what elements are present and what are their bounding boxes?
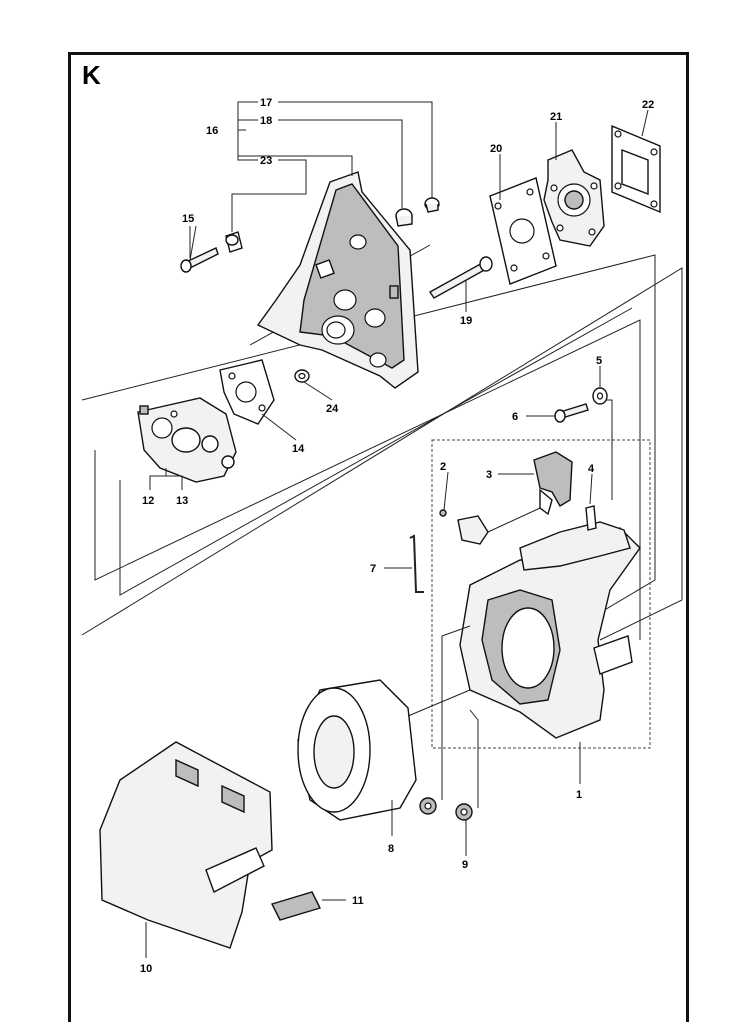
bushing-part-18 <box>395 208 413 227</box>
air-filter-cover-part-10 <box>99 741 273 949</box>
diagram-frame <box>68 52 689 1022</box>
callout-9: 9 <box>462 859 468 871</box>
callout-19: 19 <box>460 315 472 327</box>
callout-11: 11 <box>352 895 364 907</box>
section-letter: K <box>82 60 101 90</box>
screw-part-2 <box>439 509 447 517</box>
gasket-part-20 <box>489 177 557 285</box>
carburetor-part-12 <box>137 397 237 483</box>
callout-13: 13 <box>176 495 188 507</box>
callout-14: 14 <box>292 443 305 455</box>
rod-part-7 <box>409 534 424 593</box>
part-1-group-box <box>431 439 651 749</box>
latch-part-11 <box>271 891 321 921</box>
clip-part-4 <box>585 505 597 531</box>
callout-3: 3 <box>486 469 492 481</box>
washer-part-5 <box>592 387 608 405</box>
flange-part-21 <box>543 149 605 247</box>
nut-part-9 <box>419 797 473 821</box>
air-intake-housing-part-1 <box>459 521 641 739</box>
callout-24: 24 <box>326 403 339 415</box>
bolt-part-19 <box>428 256 493 299</box>
callout-5: 5 <box>596 355 602 367</box>
callout-23: 23 <box>260 155 272 167</box>
leader-lines <box>145 101 649 958</box>
choke-lever-part-3 <box>457 451 573 545</box>
callout-22: 22 <box>642 99 654 111</box>
callout-1: 1 <box>576 789 582 801</box>
air-filter-part-8 <box>297 679 417 821</box>
washer-part-24 <box>294 369 310 383</box>
callout-18: 18 <box>260 115 272 127</box>
callout-labels: 1 2 3 4 5 6 7 8 9 10 11 12 13 14 15 16 1… <box>140 97 654 975</box>
callout-12: 12 <box>142 495 154 507</box>
screw-part-15 <box>180 247 219 273</box>
callout-21: 21 <box>550 111 562 123</box>
callout-16: 16 <box>206 125 218 137</box>
callout-8: 8 <box>388 843 394 855</box>
screw-part-17 <box>424 197 440 213</box>
callout-10: 10 <box>140 963 152 975</box>
sleeve-part-23 <box>225 231 243 253</box>
carburetor-bracket-part <box>256 171 419 389</box>
callout-6: 6 <box>512 411 518 423</box>
gasket-part-14 <box>219 359 275 425</box>
callout-4: 4 <box>588 463 595 475</box>
gasket-part-22 <box>611 124 661 214</box>
callout-15: 15 <box>182 213 194 225</box>
bolt-part-6 <box>554 403 589 423</box>
callout-17: 17 <box>260 97 272 109</box>
callout-7: 7 <box>370 563 376 575</box>
callout-2: 2 <box>440 461 446 473</box>
callout-20: 20 <box>490 143 502 155</box>
